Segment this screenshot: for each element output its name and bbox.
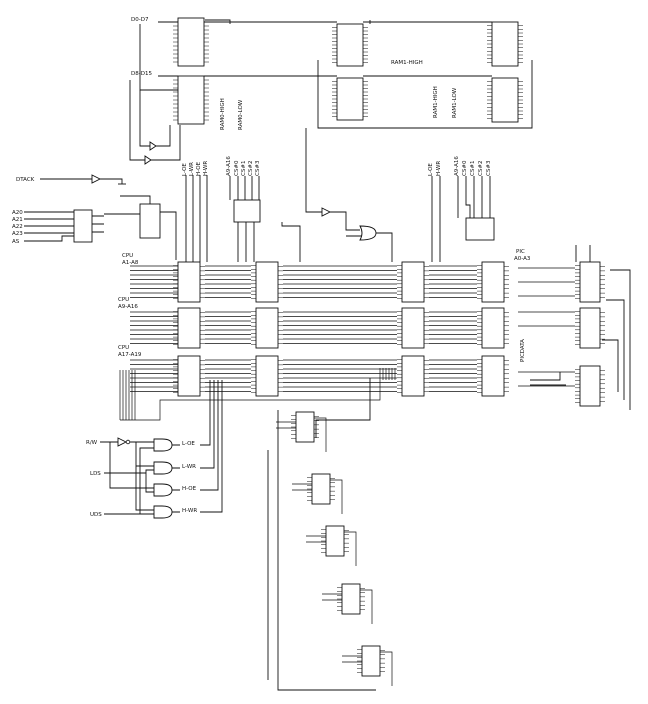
label-pic-data: PICDATA	[520, 339, 526, 362]
label-cpu-a1-a8: CPU	[122, 253, 133, 259]
control-label-right: H-WR	[436, 161, 442, 176]
and-gate	[153, 438, 173, 452]
control-label-left: H-WR	[203, 161, 209, 176]
ram-chip-top-right-1	[491, 21, 519, 67]
label-cpu-a17-a19-range: A17-A19	[118, 352, 142, 358]
memory-chip	[255, 307, 279, 349]
label-ram0-low: RAM0-LOW	[238, 99, 244, 130]
ram-chip-top-mid-2	[336, 77, 364, 121]
ram-chip-top-left-1	[177, 17, 205, 67]
label-cpu-a1-a8-range: A1-A8	[122, 260, 139, 266]
label-rw: R/W	[86, 440, 98, 446]
label-d8-d15: D8-D15	[131, 71, 152, 77]
label-a22: A22	[12, 224, 23, 230]
control-label-right: L-OE	[428, 163, 434, 176]
label-ram0-high: RAM0-HIGH	[220, 98, 226, 130]
cascade-chip	[311, 473, 331, 505]
label-dtack: DTACK	[16, 177, 35, 183]
ram-chip-top-mid-1	[336, 23, 364, 67]
label-cpu-a9-a16: CPU	[118, 297, 129, 303]
memory-chip	[255, 261, 279, 303]
control-and-gates	[153, 438, 173, 519]
cascade-chip	[295, 411, 315, 443]
control-label-left: L-OE	[182, 163, 188, 176]
label-ram1-high-vertical: RAM1-HIGH	[433, 86, 439, 118]
address-bus-lines	[119, 265, 477, 421]
ram-chip-top-left-2	[177, 75, 205, 125]
rw-inverter	[117, 437, 128, 447]
control-label-left: L-WR	[189, 162, 195, 176]
label-a20: A20	[12, 210, 23, 216]
control-label-right: CS#3	[486, 160, 492, 176]
memory-chip	[255, 355, 279, 397]
label-cpu-a17-a19: CPU	[118, 345, 129, 351]
memory-chip	[481, 261, 505, 303]
pic-chip-column	[518, 261, 605, 407]
memory-chip	[481, 307, 505, 349]
control-label-left: A9-A16	[226, 156, 232, 176]
control-label-right: CS#1	[470, 161, 476, 176]
label-uds: UDS	[90, 512, 102, 518]
memory-chip	[177, 261, 201, 303]
control-label-left: CS#0	[234, 160, 240, 176]
label-pic: PIC	[516, 249, 525, 255]
cascade-chip	[361, 645, 381, 677]
label-pic-a0-a3: A0-A3	[514, 256, 531, 262]
label-a21: A21	[12, 217, 23, 223]
and-gate	[153, 461, 173, 475]
cascade-chip	[341, 583, 361, 615]
label-ram1-high: RAM1-HIGH	[391, 60, 423, 66]
label-h-oe: H-OE	[182, 486, 197, 492]
decoder-latch-chip	[139, 203, 161, 239]
label-h-wr: H-WR	[182, 508, 197, 514]
label-cpu-a9-a16-range: A9-A16	[118, 304, 138, 310]
label-l-wr: L-WR	[182, 464, 196, 470]
control-label-left: CS#3	[255, 160, 261, 176]
label-as: AS	[12, 239, 20, 245]
memory-chip	[177, 355, 201, 397]
memory-chip	[401, 355, 425, 397]
top-chip-pins	[173, 21, 523, 121]
control-label-right: CS#0	[462, 160, 468, 176]
control-label-left: H-OE	[196, 161, 202, 176]
and-gate	[153, 483, 173, 497]
ram-chip-top-right-2	[491, 77, 519, 123]
memory-chip	[401, 307, 425, 349]
chip-select-decoder-right	[465, 217, 495, 241]
memory-chip	[481, 355, 505, 397]
and-gate	[153, 505, 173, 519]
dtack-buffer	[91, 174, 102, 184]
cascade-chip	[325, 525, 345, 557]
label-lds: LDS	[90, 471, 101, 477]
pic-chip	[579, 261, 601, 303]
label-a23: A23	[12, 231, 23, 237]
control-label-right: CS#2	[478, 161, 484, 176]
label-l-oe: L-OE	[182, 441, 195, 447]
control-label-right: A9-A16	[454, 156, 460, 176]
label-d0-d7: D0-D7	[131, 17, 149, 23]
memory-chip	[401, 261, 425, 303]
control-label-left: CS#2	[248, 161, 254, 176]
buffer-gate-middle	[321, 207, 332, 217]
or-gate-middle	[359, 225, 377, 241]
pic-chip	[579, 365, 601, 407]
label-ram1-low-vertical: RAM1-LOW	[452, 87, 458, 118]
memory-chip	[177, 307, 201, 349]
address-decoder-chip	[73, 209, 93, 243]
control-label-left: CS#1	[241, 161, 247, 176]
memory-chip-grid	[173, 261, 509, 397]
chip-select-decoder-left	[233, 199, 261, 223]
eprom-cascade	[276, 411, 393, 686]
pic-chip	[579, 307, 601, 349]
